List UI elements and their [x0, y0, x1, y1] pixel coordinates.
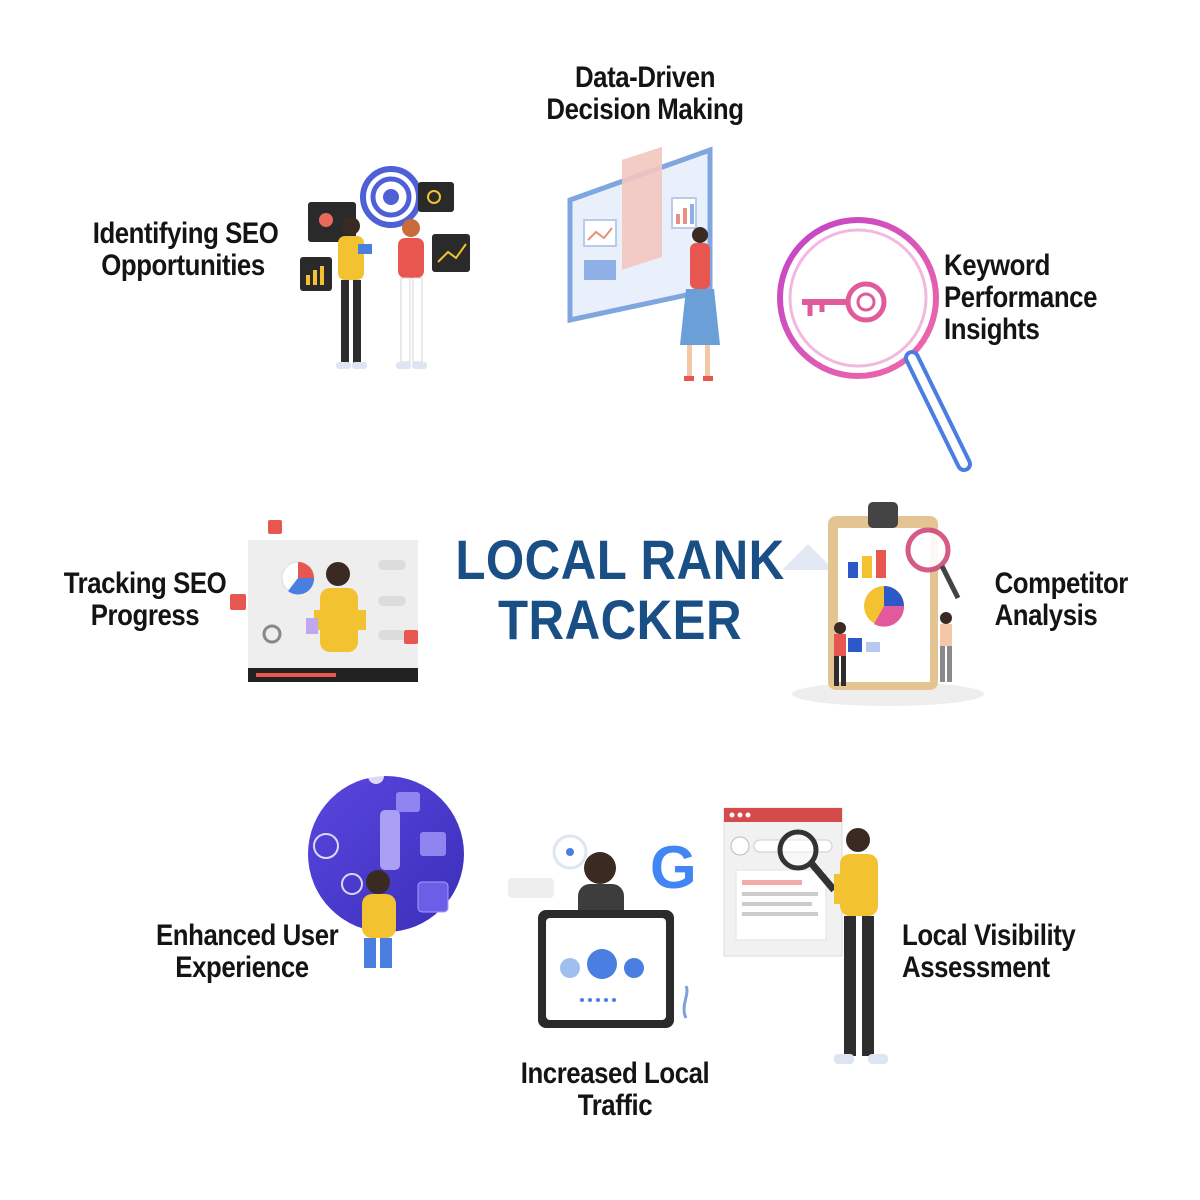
magnifier-key-icon [777, 217, 972, 472]
label-identifying-seo: Identifying SEO Opportunities [92, 217, 279, 282]
title-line-2: TRACKER [497, 588, 742, 651]
target-team-icon [300, 166, 470, 369]
diagram-title: LOCAL RANK TRACKER [453, 530, 787, 650]
label-competitor-analysis: Competitor Analysis [994, 567, 1129, 632]
label-data-driven: Data-Driven Decision Making [546, 61, 744, 126]
video-dashboard-icon [230, 520, 418, 682]
browser-search-icon [723, 807, 888, 1064]
label-local-visibility: Local Visibility Assessment [902, 919, 1076, 984]
label-keyword-performance: Keyword Performance Insights [944, 249, 1098, 346]
presentation-board-icon [567, 146, 720, 381]
title-line-1: LOCAL RANK [455, 528, 785, 591]
ux-circle-icon [308, 768, 464, 968]
label-tracking-seo: Tracking SEO Progress [63, 567, 227, 632]
google-tablet-icon: G [508, 834, 697, 1028]
label-increased-traffic: Increased Local Traffic [520, 1057, 710, 1122]
clipboard-analysis-icon [782, 502, 984, 706]
label-enhanced-ux: Enhanced User Experience [156, 919, 339, 984]
google-g-letter: G [650, 834, 697, 901]
